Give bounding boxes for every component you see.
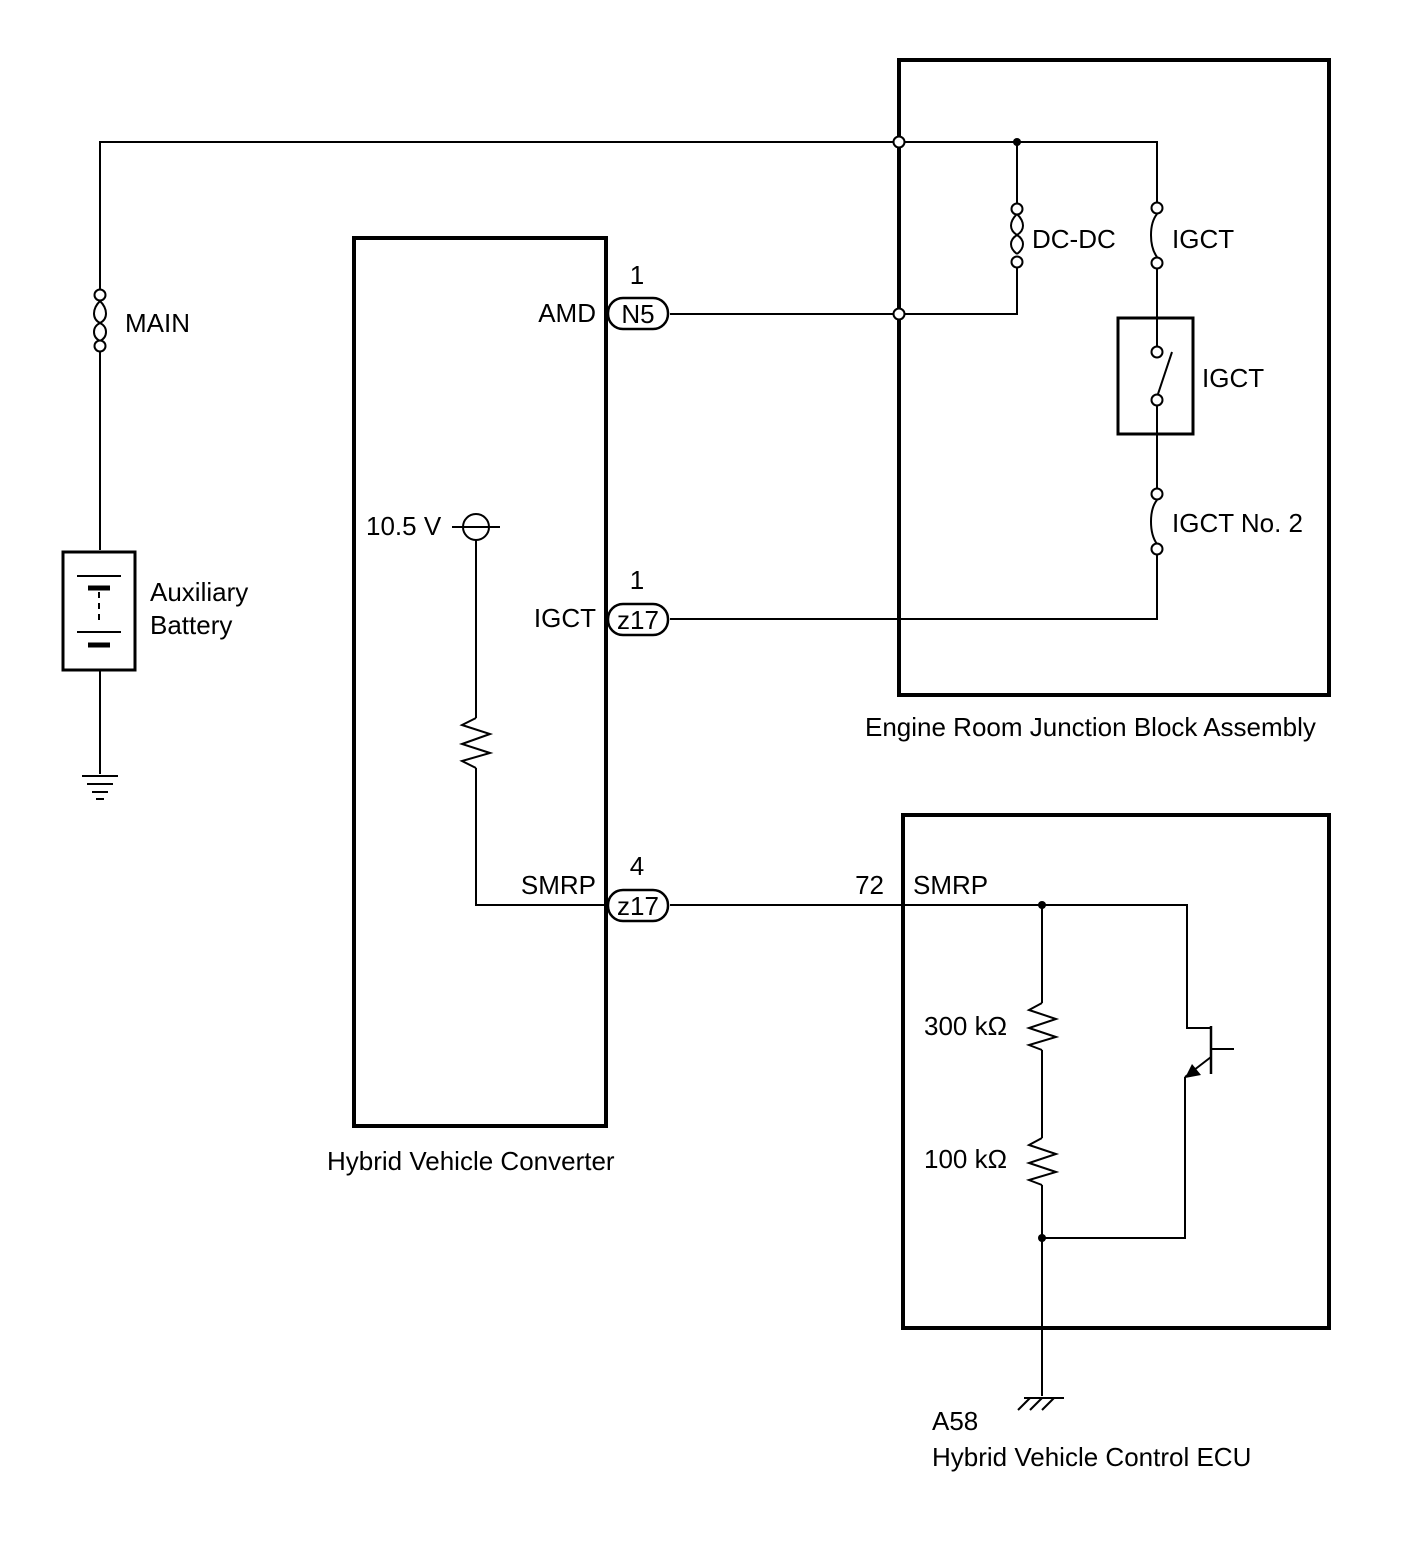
relay-switch-icon (1150, 345, 1173, 407)
igct-pin-number: 1 (630, 565, 644, 595)
auxiliary-battery-icon (61, 550, 137, 672)
igct-connector-badge (606, 602, 670, 637)
pullup-resistor-icon (458, 717, 494, 769)
amd-connector-badge (606, 296, 670, 331)
smrp-signal-wire (670, 904, 1211, 1029)
pullup-wire-bottom (475, 768, 606, 906)
ecu-smrp-terminal-label: SMRP (913, 870, 988, 900)
connector-terminal-dot (892, 307, 906, 321)
igct-signal-wire (670, 555, 1158, 620)
resistor-300k-label: 300 kΩ (924, 1011, 1007, 1041)
main-fuse-icon (93, 288, 107, 353)
ecu-smrp-pin-number: 72 (855, 870, 884, 900)
igct-relay-label: IGCT (1202, 363, 1264, 393)
igct-fuse-icon (1150, 201, 1164, 270)
resistor-100k-icon (1025, 1137, 1060, 1186)
auxiliary-battery-label-line2: Battery (150, 610, 232, 640)
smrp-terminal-label: SMRP (521, 870, 596, 900)
igct-no2-fuse-icon (1150, 487, 1164, 556)
ground-icon (82, 775, 118, 800)
transistor-icon (1184, 1026, 1234, 1078)
igct-no2-fuse-label: IGCT No. 2 (1172, 508, 1303, 538)
igct-fuse-label: IGCT (1172, 224, 1234, 254)
hybrid-vehicle-control-ecu-box (901, 813, 1331, 1330)
smrp-connector-badge (606, 888, 670, 923)
dcdc-fuse-icon (1010, 202, 1024, 269)
voltage-source-icon (452, 513, 500, 541)
hybrid-vehicle-converter-box (352, 236, 608, 1128)
supply-voltage-label: 10.5 V (366, 511, 442, 541)
amd-connector-code: N5 (621, 299, 654, 329)
transistor-emitter-wire (1042, 1077, 1186, 1239)
amd-pin-number: 1 (630, 260, 644, 290)
smrp-connector-code: z17 (617, 891, 659, 921)
connector-terminal-dot (892, 135, 906, 149)
resistor-100k-label: 100 kΩ (924, 1144, 1007, 1174)
auxiliary-battery-label-line1: Auxiliary (150, 577, 248, 607)
igct-terminal-label: IGCT (534, 603, 596, 633)
dcdc-output-wire (899, 268, 1018, 315)
battery-supply-wire (99, 141, 1158, 550)
engine-room-junction-block-box (897, 58, 1331, 697)
hybrid-vehicle-converter-label: Hybrid Vehicle Converter (327, 1146, 615, 1176)
chassis-ground-icon (1017, 1397, 1064, 1411)
resistor-300k-icon (1025, 1002, 1060, 1051)
igct-relay-box (1116, 316, 1195, 436)
igct-connector-code: z17 (617, 605, 659, 635)
engine-room-junction-block-label: Engine Room Junction Block Assembly (865, 712, 1316, 742)
smrp-pin-number: 4 (630, 851, 644, 881)
ecu-code-label: A58 (932, 1406, 978, 1436)
dcdc-fuse-label: DC-DC (1032, 224, 1116, 254)
hybrid-vehicle-control-ecu-label: Hybrid Vehicle Control ECU (932, 1442, 1251, 1472)
amd-terminal-label: AMD (538, 298, 596, 328)
main-fuse-label: MAIN (125, 308, 190, 338)
